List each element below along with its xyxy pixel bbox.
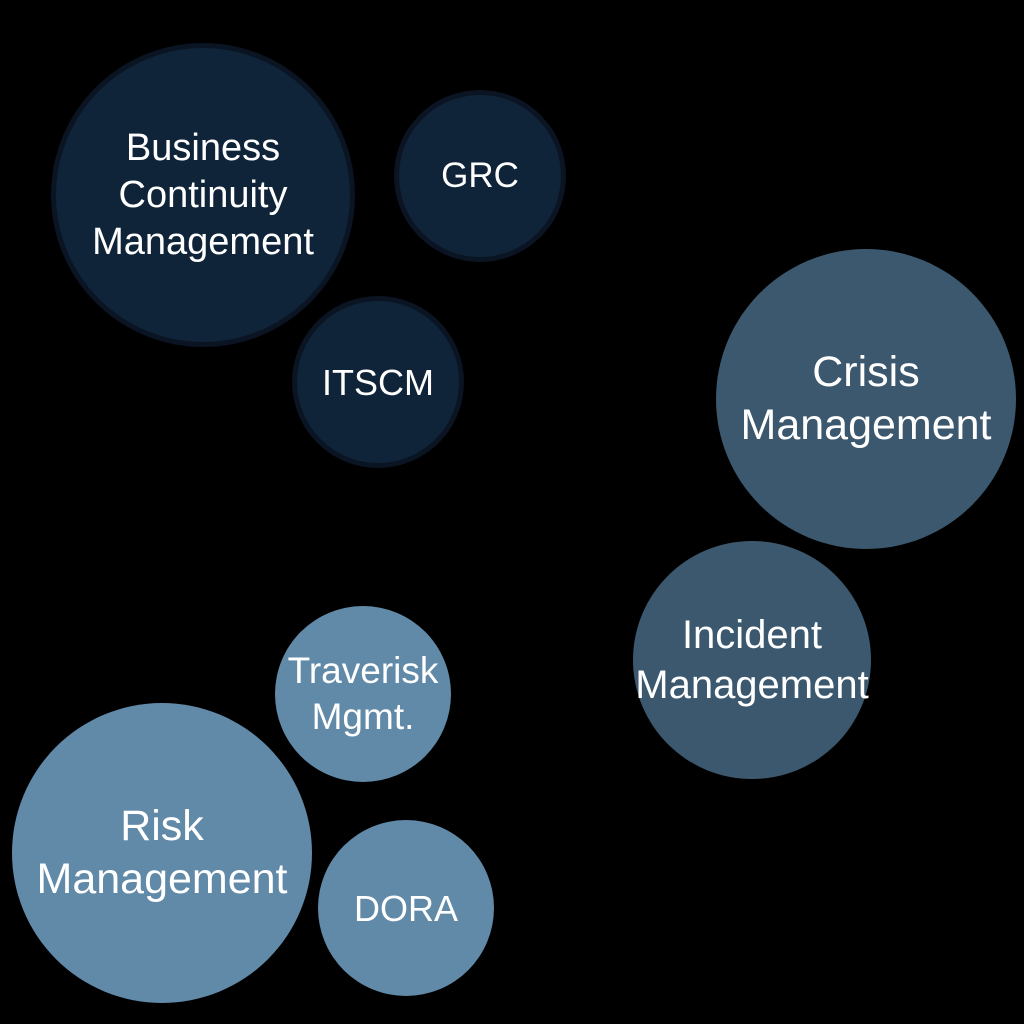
bubble-label: ITSCM [322,361,434,404]
bubble-label: Business Continuity Management [92,125,314,266]
bubble-label-line: Incident [681,613,823,657]
bubble-label: Crisis Management [741,346,992,452]
bubble-label-line: Business [125,126,281,169]
bubble-label: Traverisk Mgmt. [288,648,439,740]
bubble-label: Risk Management [37,800,288,906]
bubble-label-line: Traverisk [287,650,439,691]
bubble-label-line: Risk [120,802,204,850]
bubble-label-line: DORA [353,887,458,929]
bubble-itscm: ITSCM [292,296,464,468]
bubble-traverisk-mgmt: Traverisk Mgmt. [275,606,451,782]
bubble-label-line: Management [635,663,869,707]
bubble-label-line: Mgmt. [311,696,415,737]
bubble-business-continuity-management: Business Continuity Management [51,43,355,347]
bubble-label-line: Management [36,855,288,903]
bubble-label-line: Management [740,401,992,449]
bubble-label: Incident Management [635,610,868,710]
bubble-label-line: Crisis [812,348,920,396]
bubble-crisis-management: Crisis Management [716,249,1016,549]
bubble-label-line: ITSCM [322,361,434,403]
bubble-incident-management: Incident Management [633,541,871,779]
bubble-label-line: GRC [441,156,519,195]
bubble-label-line: Management [92,220,314,263]
bubble-risk-management: Risk Management [12,703,312,1003]
bubble-dora: DORA [318,820,494,996]
bubble-label: GRC [441,155,519,197]
bubble-label: DORA [354,887,458,930]
bubble-grc: GRC [394,90,566,262]
bubble-label-line: Continuity [118,173,288,216]
